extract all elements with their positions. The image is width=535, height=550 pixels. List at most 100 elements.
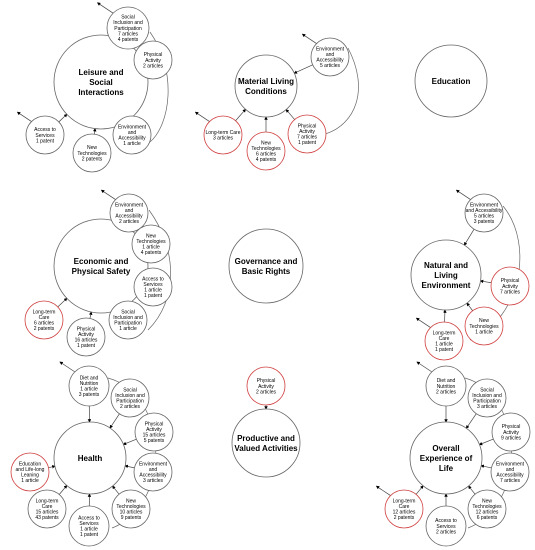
connector-arrow [463, 229, 475, 246]
satellite-circle [490, 266, 530, 306]
satellite-circle [464, 193, 504, 233]
domain-circle [409, 421, 483, 495]
satellite-circle [424, 321, 464, 361]
satellite-circle [108, 300, 148, 340]
satellite-circle [27, 489, 67, 529]
connector-arrow [466, 302, 473, 311]
satellite-circle [112, 115, 152, 155]
satellite-circle [66, 317, 106, 357]
connector-arrow [58, 484, 68, 495]
outer-arc [324, 47, 359, 135]
satellite-circle [246, 131, 286, 171]
satellite-circle [111, 489, 151, 529]
connector-arrow [58, 113, 68, 123]
connector-arrow [293, 64, 313, 74]
satellite-circle [467, 378, 507, 418]
domain-circle [228, 228, 304, 304]
satellite-circle [25, 115, 65, 155]
connector-arrow [479, 279, 492, 284]
satellite-circle [131, 224, 171, 264]
connector-arrow [415, 485, 424, 495]
connector-arrow [478, 438, 494, 446]
domain-education: Education [414, 44, 488, 118]
connector-arrow [122, 438, 137, 446]
outgoing-arrow [16, 111, 32, 122]
outgoing-arrow [59, 361, 76, 373]
domain-circle [53, 34, 149, 130]
satellite-circle [68, 365, 110, 407]
connector-arrow [48, 465, 56, 469]
connector-arrow [235, 108, 247, 121]
outgoing-arrow [455, 189, 471, 200]
domain-title: Education [432, 77, 471, 86]
connector-arrow [93, 127, 97, 135]
satellite-circle [425, 365, 467, 407]
satellite-circle [106, 6, 150, 50]
satellite-circle [384, 489, 424, 529]
satellite-circle [72, 133, 112, 173]
satellite-circle [110, 378, 150, 418]
satellite-circle [464, 306, 504, 346]
domain-health: Health [53, 421, 127, 495]
satellite-circle [490, 452, 530, 492]
satellite-circle [310, 37, 350, 77]
satellite-circle [246, 366, 286, 406]
outgoing-arrow [301, 33, 317, 44]
connector-arrow [465, 413, 477, 429]
domain-circle [414, 44, 488, 118]
satellite-circle [10, 452, 50, 492]
outgoing-arrow [194, 111, 210, 122]
connector-arrow [112, 485, 120, 495]
outgoing-arrow [96, 2, 114, 14]
